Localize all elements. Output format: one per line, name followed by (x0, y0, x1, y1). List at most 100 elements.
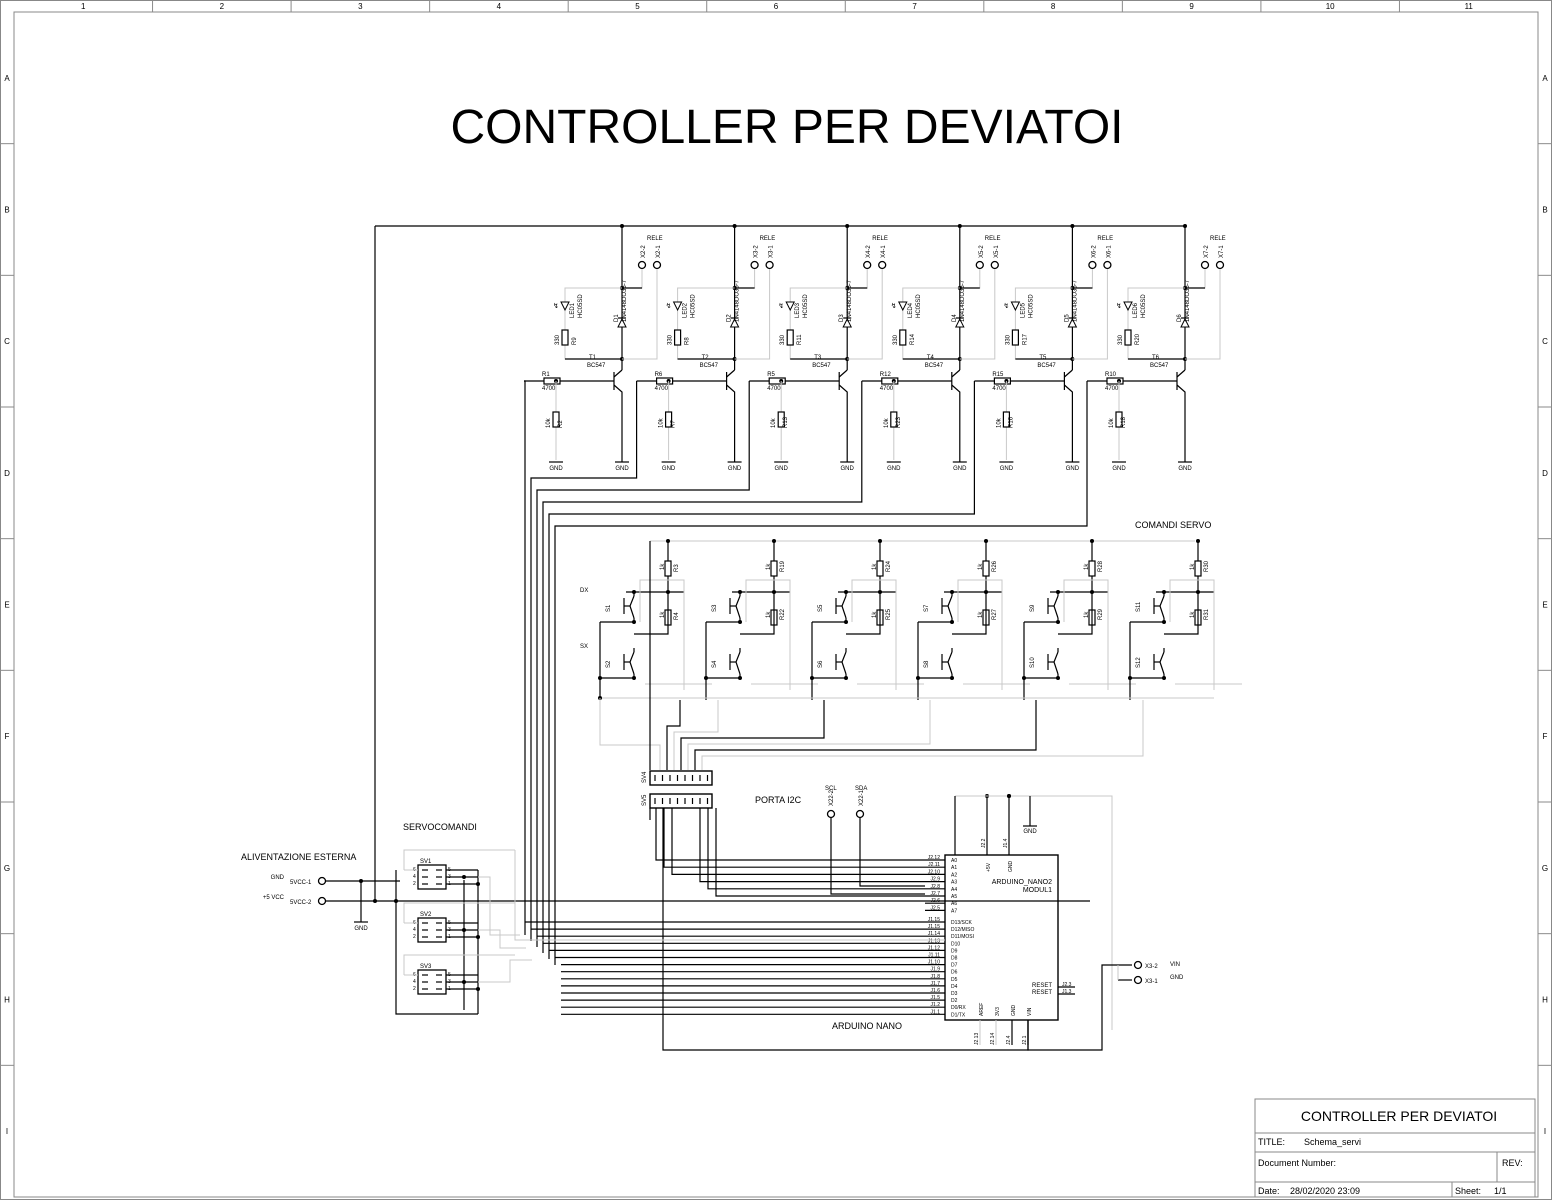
relay-pin: X5-2 (979, 245, 985, 258)
wire (951, 384, 961, 462)
pin-number: J2.4 (1006, 1035, 1012, 1045)
resistor-value: 4700 (767, 386, 781, 392)
wire (478, 876, 520, 936)
resistor-value: 330 (780, 334, 786, 345)
rev-label: REV: (1502, 1158, 1523, 1168)
pin-name: D13/SCK (951, 920, 973, 926)
gnd-terminal (1133, 975, 1143, 985)
pin-name: RESET (1032, 990, 1052, 996)
resistor-value: 4700 (992, 386, 1006, 392)
row-letter: D (4, 469, 10, 478)
resistor-ref: R1 (542, 372, 550, 378)
led-resistor (786, 329, 794, 346)
row-letter: E (4, 601, 9, 610)
led-resistor (561, 329, 569, 346)
push-button: S10 (1030, 648, 1059, 678)
wire (1159, 595, 1165, 619)
diode-value: 1N4148DO35-7 (1185, 279, 1191, 322)
wire (1053, 651, 1059, 675)
pin-number: 4 (413, 927, 416, 933)
relay-terminal (637, 260, 647, 270)
wire (859, 818, 925, 887)
relay-pin: X2-2 (641, 245, 647, 258)
gnd-label: GND (615, 466, 629, 472)
resistor-value: 1k (978, 563, 984, 570)
wire (655, 808, 925, 861)
resistor-ref: R27 (992, 608, 998, 620)
row-letter: G (1542, 864, 1548, 873)
resistor-ref: R29 (1098, 608, 1104, 620)
pin-number: J2.12 (928, 855, 940, 861)
junction-dot (598, 676, 602, 680)
switch-ref: S10 (1030, 657, 1036, 668)
led-light-icon: ↯ (553, 302, 559, 310)
wire (666, 700, 681, 770)
base-resistor (1106, 377, 1124, 385)
push-button: S9 (1030, 592, 1059, 622)
row-letter: C (1542, 337, 1548, 346)
row-letter: I (1544, 1127, 1546, 1136)
transistor-value: BC547 (587, 363, 606, 369)
pin-number: J1.15 (928, 917, 940, 923)
pin-number: J2.14 (990, 1033, 996, 1045)
header-body (649, 770, 713, 786)
pin-name: A4 (951, 887, 957, 893)
resistor-value: 1k (660, 563, 666, 570)
header-sv5: SV5 (642, 793, 713, 809)
wire (838, 369, 848, 378)
resistor-ref: R10 (1105, 372, 1117, 378)
pin-name: RESET (1032, 983, 1052, 989)
switch-ref: S2 (606, 660, 612, 668)
resistor-value: 330 (1005, 334, 1011, 345)
diode-symbol (842, 317, 853, 328)
wire (613, 369, 623, 378)
pin-number: J2.1 (1022, 1035, 1028, 1045)
vcc-input-terminal (317, 896, 327, 906)
led-ref: LED1 (570, 302, 576, 318)
led-ref: LED3 (795, 302, 801, 318)
transistor-value: BC547 (1150, 363, 1169, 369)
wire (830, 818, 925, 895)
wire (1127, 269, 1221, 360)
resistor-value: 330 (1118, 334, 1124, 345)
relay-label: RELE (1210, 236, 1226, 242)
pin-name: A5 (951, 894, 957, 900)
gnd-label: GND (1000, 466, 1014, 472)
junction-dot (1056, 676, 1060, 680)
wire (663, 808, 925, 868)
wire (841, 595, 847, 619)
pin-name: D12/MISO (951, 927, 974, 933)
gnd-input-terminal (317, 876, 327, 886)
pulldown-resistor (777, 411, 785, 428)
diode-ref: D3 (839, 314, 845, 322)
wire (1176, 369, 1186, 378)
wire (530, 381, 638, 941)
resistor-value: 4700 (655, 386, 669, 392)
pin-number: 2 (413, 934, 416, 940)
junction-dot (1007, 794, 1011, 798)
junction-dot (810, 676, 814, 680)
diode-symbol (617, 317, 627, 328)
resistor-value: 330 (893, 334, 899, 345)
pin-number: J1.10 (928, 960, 940, 966)
led-resistor (673, 329, 682, 346)
diode-value: 1N4148DO35-7 (735, 279, 741, 322)
wire (726, 384, 736, 462)
pin-number: 4 (413, 874, 416, 880)
led-light-icon: ↯ (666, 302, 672, 310)
resistor-ref: R9 (572, 337, 578, 345)
row-letter: B (1542, 206, 1547, 215)
resistor-value: 10k (546, 417, 552, 428)
wire (629, 651, 635, 675)
junction-dot (476, 935, 480, 939)
pin-number: J2.3 (1062, 982, 1072, 988)
junction-dot (462, 875, 466, 879)
wire (902, 269, 996, 360)
gnd-label: GND (887, 466, 901, 472)
resistor-ref: R14 (910, 333, 916, 345)
diode-ref: D6 (1177, 314, 1183, 322)
